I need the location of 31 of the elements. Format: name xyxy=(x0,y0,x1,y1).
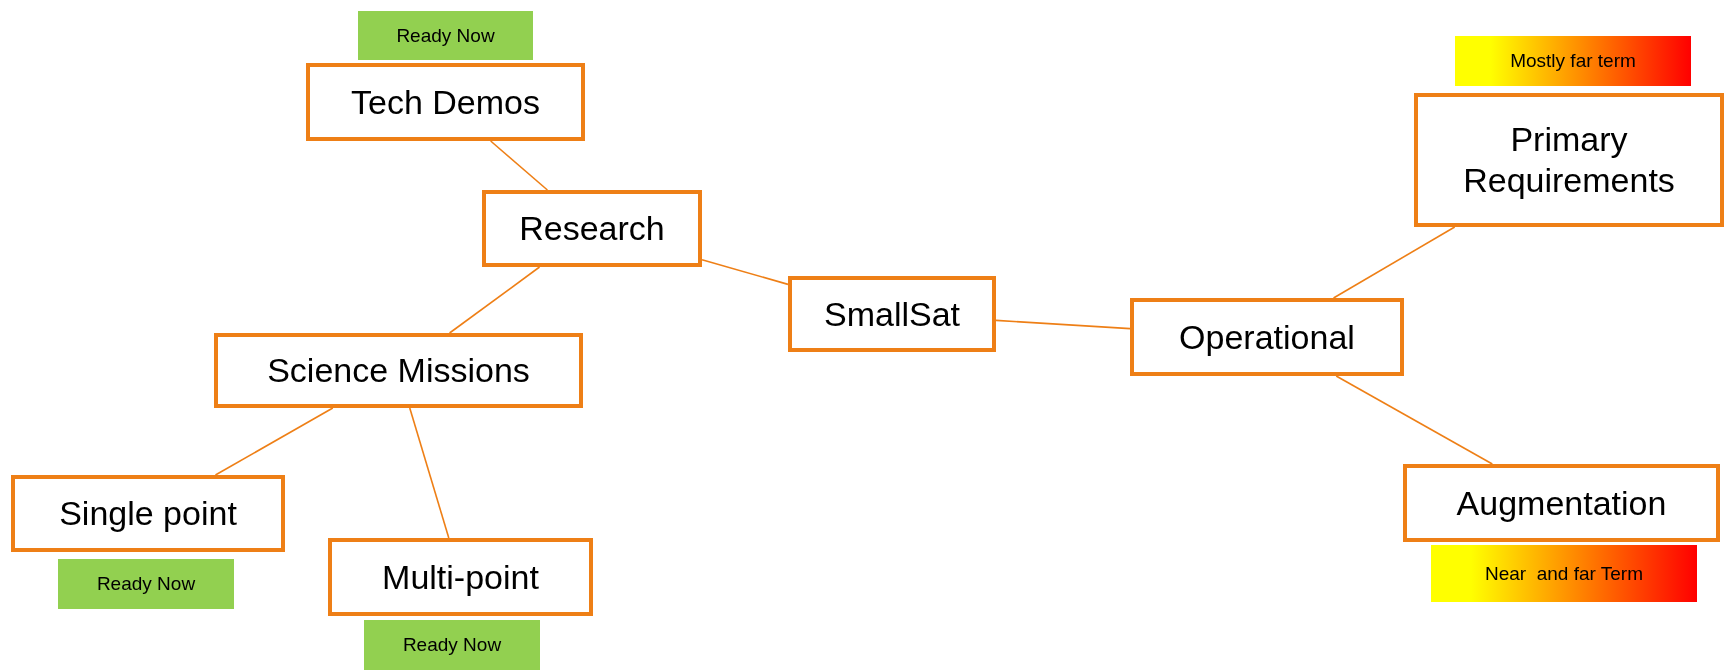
category-box xyxy=(482,190,702,267)
connector-line xyxy=(214,407,334,476)
connector-line xyxy=(701,259,789,286)
category-box xyxy=(788,276,996,352)
category-box xyxy=(1403,464,1720,542)
category-box xyxy=(214,333,583,408)
connector-line xyxy=(995,319,1131,330)
node-label: Single point xyxy=(59,493,237,534)
status-tag: Mostly far term xyxy=(1455,36,1691,86)
node-label: SmallSat xyxy=(823,293,961,335)
connector-line xyxy=(1335,375,1494,465)
connector-line xyxy=(448,266,541,334)
node-label: Augmentation xyxy=(1456,482,1667,524)
category-box xyxy=(1130,298,1404,376)
node-label: Primary Requirements xyxy=(1462,119,1676,201)
status-tag: Ready Now xyxy=(358,11,533,60)
connector-line xyxy=(1332,226,1456,299)
status-tag: Ready Now xyxy=(58,559,234,609)
category-box xyxy=(1414,93,1724,227)
node-label: Tech Demos xyxy=(351,81,540,123)
node-label: Operational xyxy=(1179,316,1355,358)
category-box xyxy=(328,538,593,616)
status-tag: Near and far Term xyxy=(1431,545,1697,602)
status-tag: Ready Now xyxy=(364,620,540,670)
node-label: Research xyxy=(519,208,665,249)
category-box xyxy=(11,475,285,552)
connector-line xyxy=(489,140,549,191)
node-label: Multi-point xyxy=(382,556,539,598)
connector-line xyxy=(408,407,450,539)
category-box xyxy=(306,63,585,141)
node-label: Science Missions xyxy=(267,350,530,391)
